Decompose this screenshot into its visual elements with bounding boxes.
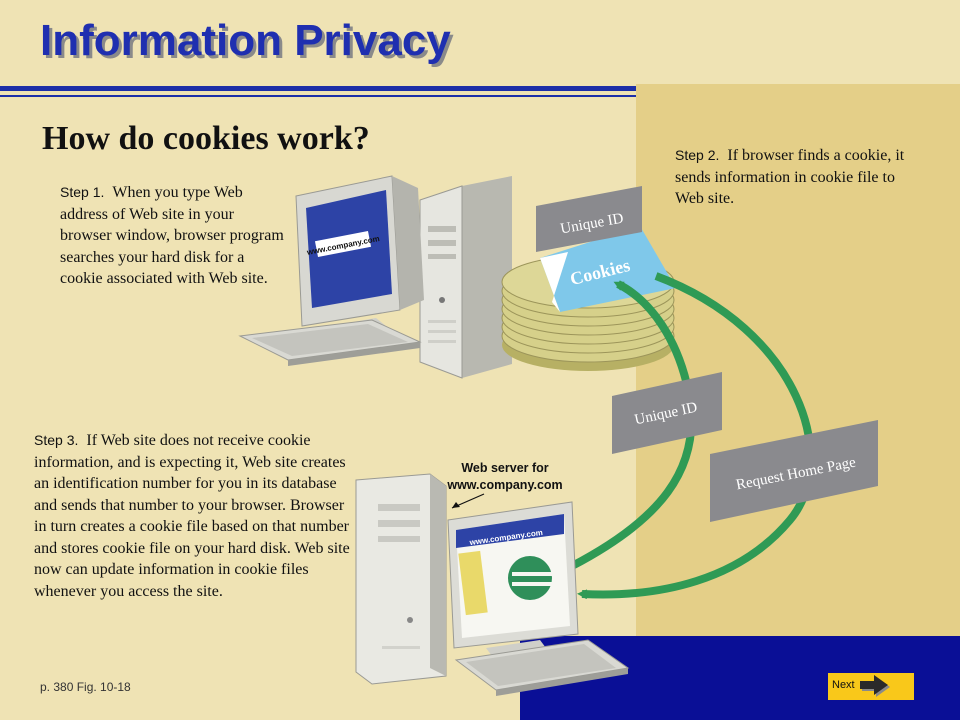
web-server-monitor: www.company.com [447, 501, 579, 664]
unique-id-card-top: Unique ID [536, 186, 642, 252]
slide-title: Information Privacy [40, 16, 451, 65]
next-button-label: Next [832, 679, 855, 691]
hard-disk-platters [501, 255, 675, 371]
next-arrow-icon [860, 675, 890, 697]
step-1-label: Step 1. [60, 184, 105, 200]
web-server-label-line2: www.company.com [447, 478, 563, 492]
slide-subtitle: How do cookies work? [42, 120, 370, 157]
unique-id-card-middle: Unique ID [612, 372, 722, 454]
web-server-tower [355, 473, 447, 685]
title-rule-thin [0, 95, 636, 97]
server-label-pointer-head [452, 502, 460, 508]
title-rule-thick [0, 86, 636, 91]
right-panel-background [636, 84, 960, 636]
step-3-label: Step 3. [34, 432, 79, 448]
step-2-text: Step 2. If browser finds a cookie, it se… [675, 145, 915, 210]
step-2-body: If browser finds a cookie, it sends info… [675, 147, 905, 207]
web-server-label-line1: Web server for [461, 461, 549, 475]
cookies-card: Cookies [540, 226, 676, 312]
step-1-text: Step 1. When you type Web address of Web… [60, 182, 288, 290]
user-computer-monitor: www.company.com [295, 175, 424, 342]
next-button[interactable]: Next [828, 673, 914, 700]
figure-reference: p. 380 Fig. 10-18 [40, 680, 131, 694]
web-server-keyboard [454, 639, 630, 696]
step-1-body: When you type Web address of Web site in… [60, 184, 284, 287]
request-home-page-card: Request Home Page [710, 420, 878, 522]
web-server-label: Web server for www.company.com [420, 460, 590, 494]
user-computer-tower [419, 176, 512, 379]
arrow-to-server [577, 272, 815, 600]
step-3-text: Step 3. If Web site does not receive coo… [34, 430, 354, 602]
step-2-label: Step 2. [675, 147, 720, 163]
step-3-body: If Web site does not receive cookie info… [34, 432, 350, 600]
user-computer-keyboard [238, 319, 422, 366]
